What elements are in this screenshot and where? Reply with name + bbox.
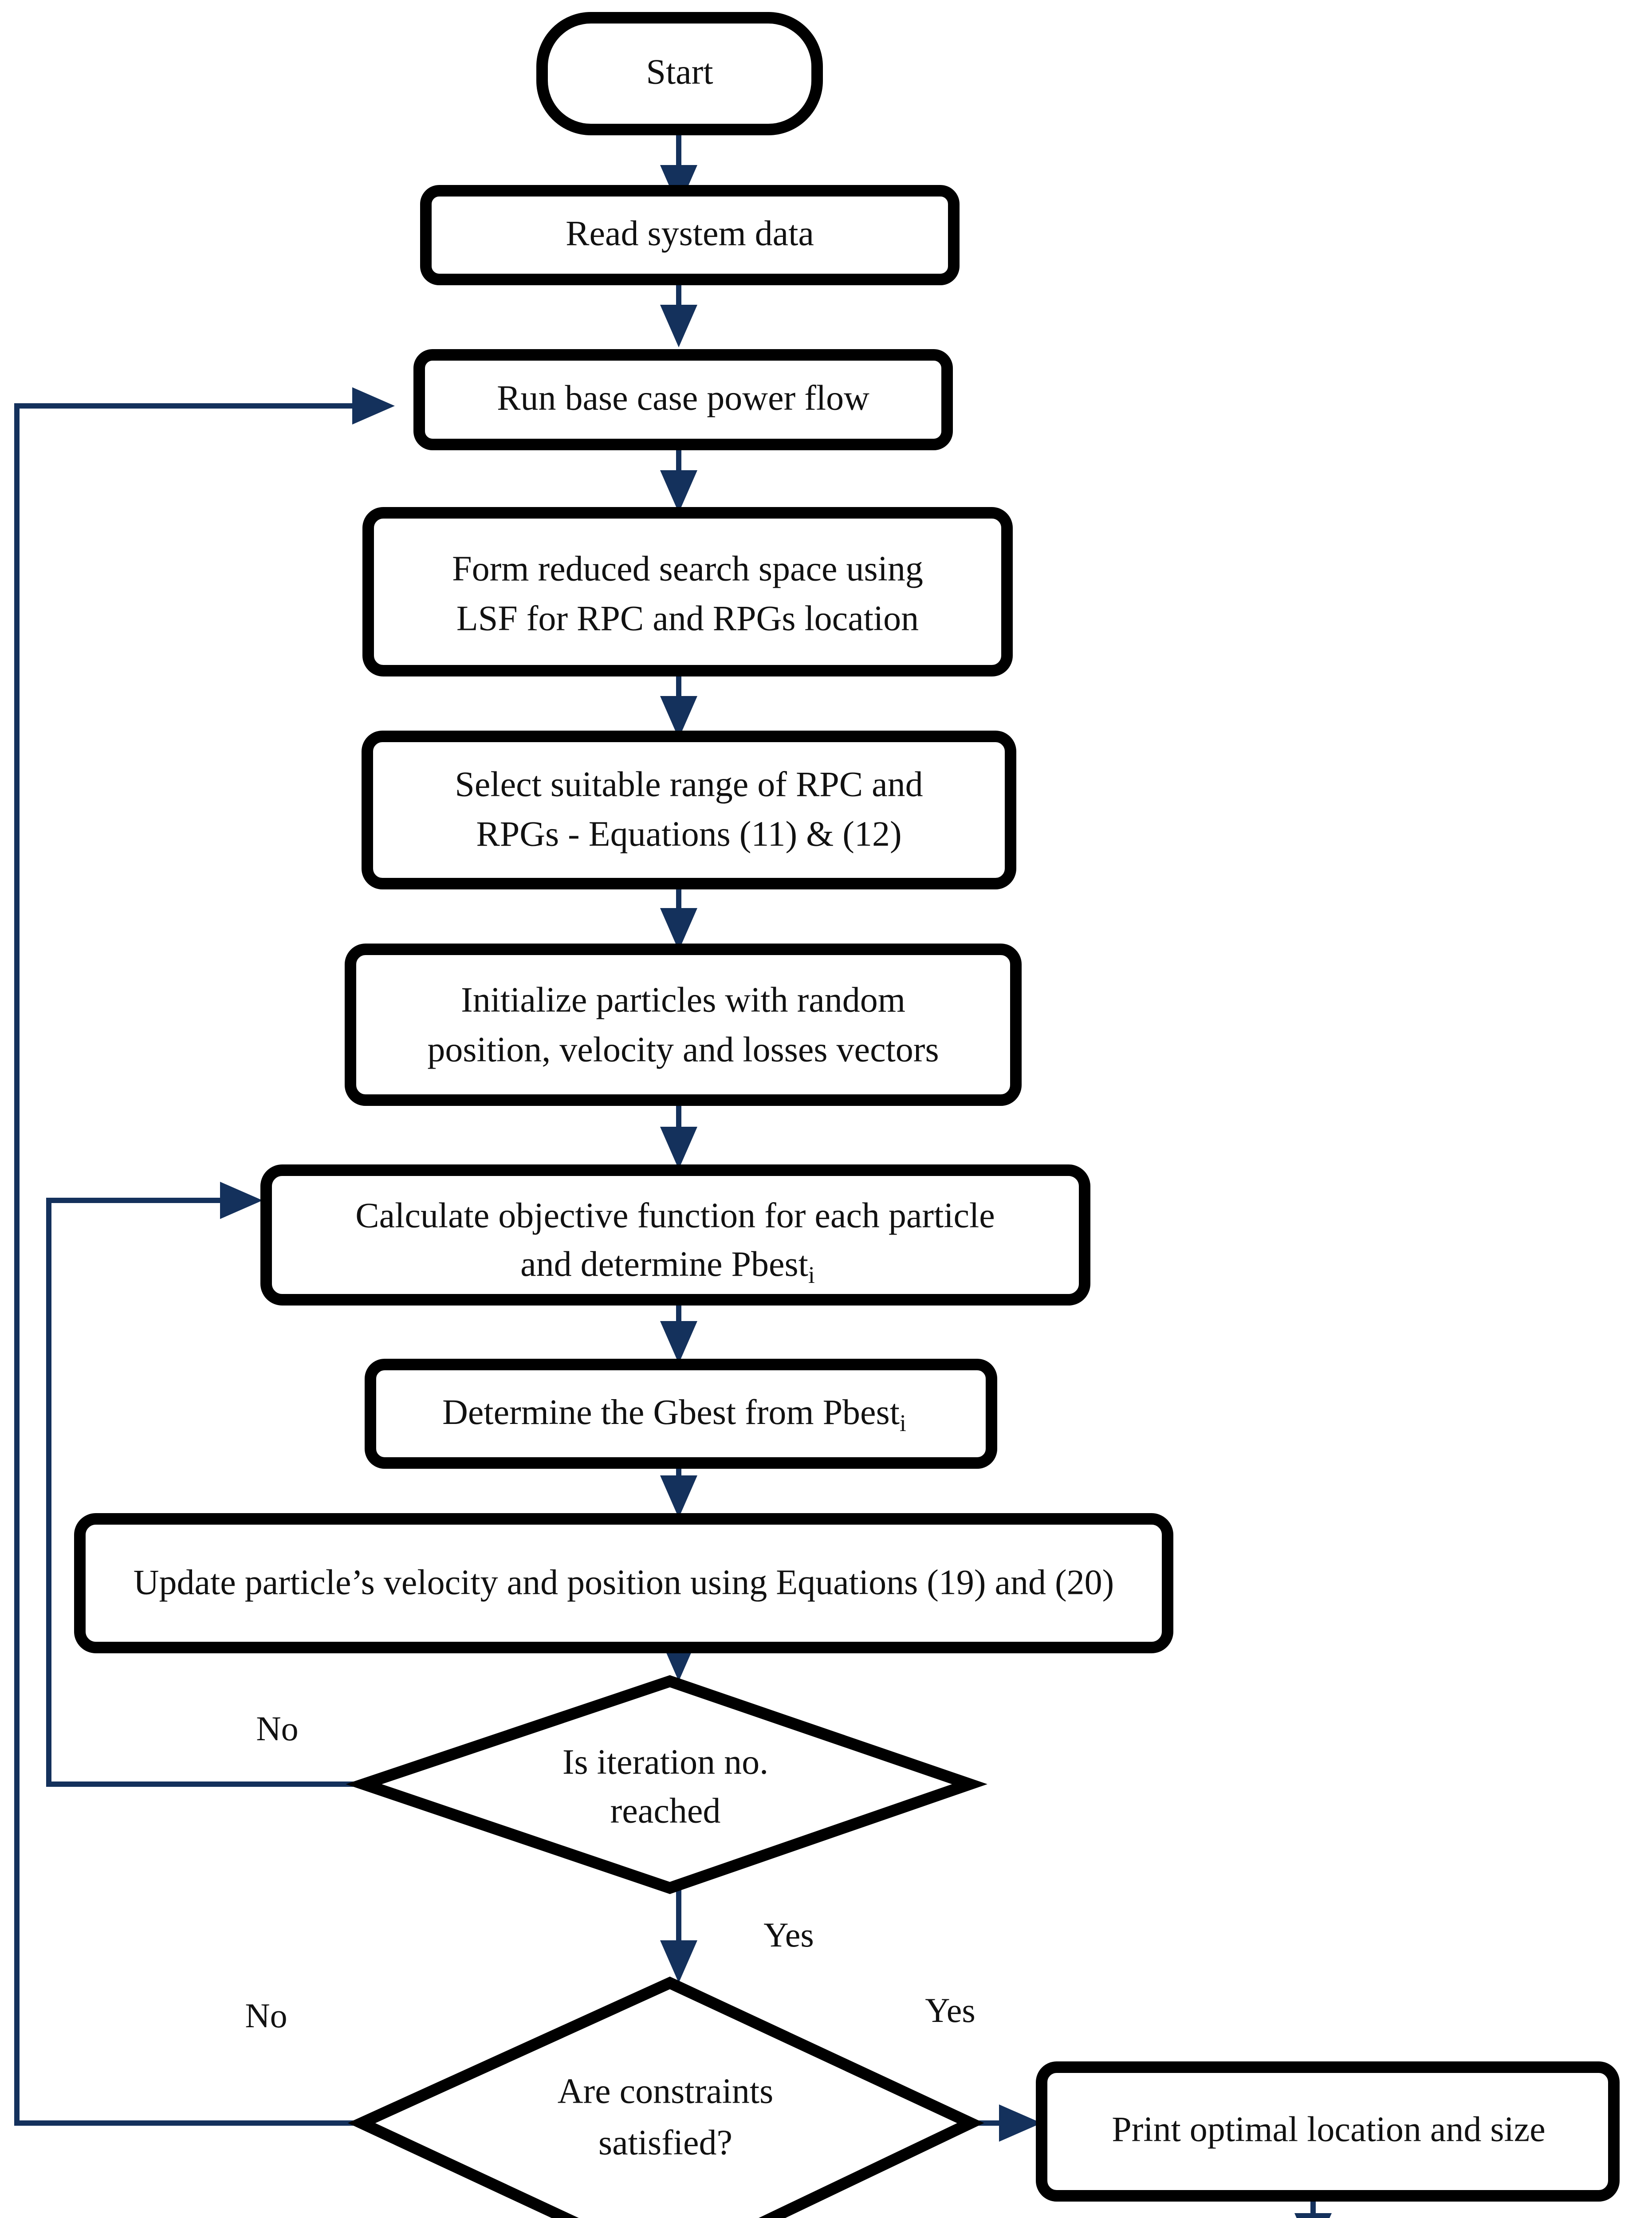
edge-runflow-form — [660, 444, 697, 513]
node-select-suitable-range[interactable]: Select suitable range of RPC and RPGs - … — [362, 731, 1016, 889]
node-decision-constraints[interactable]: Are constraints satisfied? — [347, 1976, 984, 2218]
node-decision-constraints-line1: Are constraints — [558, 2072, 774, 2111]
node-initialize-particles-line1: Initialize particles with random — [461, 980, 905, 1019]
node-initialize-particles-line2: position, velocity and losses vectors — [427, 1030, 939, 1069]
node-form-reduced-search-space-line1: Form reduced search space using — [452, 549, 923, 588]
gbest-subscript: i — [900, 1410, 906, 1436]
edge-init-calc — [660, 1100, 697, 1169]
node-calculate-objective-function-line1: Calculate objective function for each pa… — [355, 1196, 995, 1235]
node-calculate-objective-function-line2: and determine Pbesti — [520, 1245, 815, 1288]
node-update-particle[interactable]: Update particle’s velocity and position … — [74, 1513, 1173, 1653]
edge-itercheck-no-calc — [46, 1182, 364, 1787]
node-initialize-particles[interactable]: Initialize particles with random positio… — [345, 944, 1022, 1106]
node-print-optimal-label: Print optimal location and size — [1112, 2110, 1546, 2149]
node-decision-constraints-line2: satisfied? — [598, 2123, 732, 2162]
edge-itercheck-yes-constcheck — [660, 1888, 697, 1983]
calc-line2-text: and determine Pbest — [520, 1245, 808, 1284]
node-determine-gbest-label: Determine the Gbest from Pbesti — [442, 1393, 906, 1436]
node-determine-gbest[interactable]: Determine the Gbest from Pbesti — [365, 1359, 997, 1469]
node-print-optimal[interactable]: Print optimal location and size — [1036, 2061, 1620, 2202]
gbest-text: Determine the Gbest from Pbest — [442, 1393, 900, 1432]
node-decision-iteration[interactable]: Is iteration no. reached — [346, 1675, 987, 1894]
edge-print-stop — [1294, 2198, 1332, 2218]
edge-label-constraints-no: No — [245, 1996, 287, 2035]
edge-label-constraints-yes: Yes — [925, 1991, 975, 2029]
node-select-suitable-range-line1: Select suitable range of RPC and — [455, 765, 923, 804]
node-decision-iteration-line1: Is iteration no. — [562, 1742, 768, 1781]
edge-calc-gbest — [660, 1300, 697, 1364]
edge-constcheck-no-runflow — [14, 387, 395, 2126]
node-form-reduced-search-space-line2: LSF for RPC and RPGs location — [456, 599, 919, 638]
node-start-label: Start — [646, 52, 713, 91]
node-run-base-case-power-flow-label: Run base case power flow — [497, 378, 869, 417]
calc-line2-subscript: i — [808, 1262, 815, 1288]
node-run-base-case-power-flow[interactable]: Run base case power flow — [413, 349, 953, 450]
node-read-system-data[interactable]: Read system data — [420, 185, 960, 285]
node-start[interactable]: Start — [536, 12, 823, 135]
node-calculate-objective-function[interactable]: Calculate objective function for each pa… — [260, 1164, 1090, 1306]
node-form-reduced-search-space[interactable]: Form reduced search space using LSF for … — [362, 507, 1013, 676]
edge-select-init — [660, 883, 697, 951]
node-decision-iteration-line2: reached — [610, 1791, 721, 1830]
edge-read-runflow — [660, 279, 697, 347]
edge-form-select — [660, 671, 697, 739]
node-update-particle-label: Update particle’s velocity and position … — [134, 1563, 1114, 1602]
node-read-system-data-label: Read system data — [566, 214, 814, 253]
edge-label-iteration-no: No — [256, 1709, 298, 1748]
node-select-suitable-range-line2: RPGs - Equations (11) & (12) — [476, 814, 901, 853]
edge-label-iteration-yes: Yes — [763, 1915, 814, 1954]
edge-gbest-update — [660, 1464, 697, 1518]
